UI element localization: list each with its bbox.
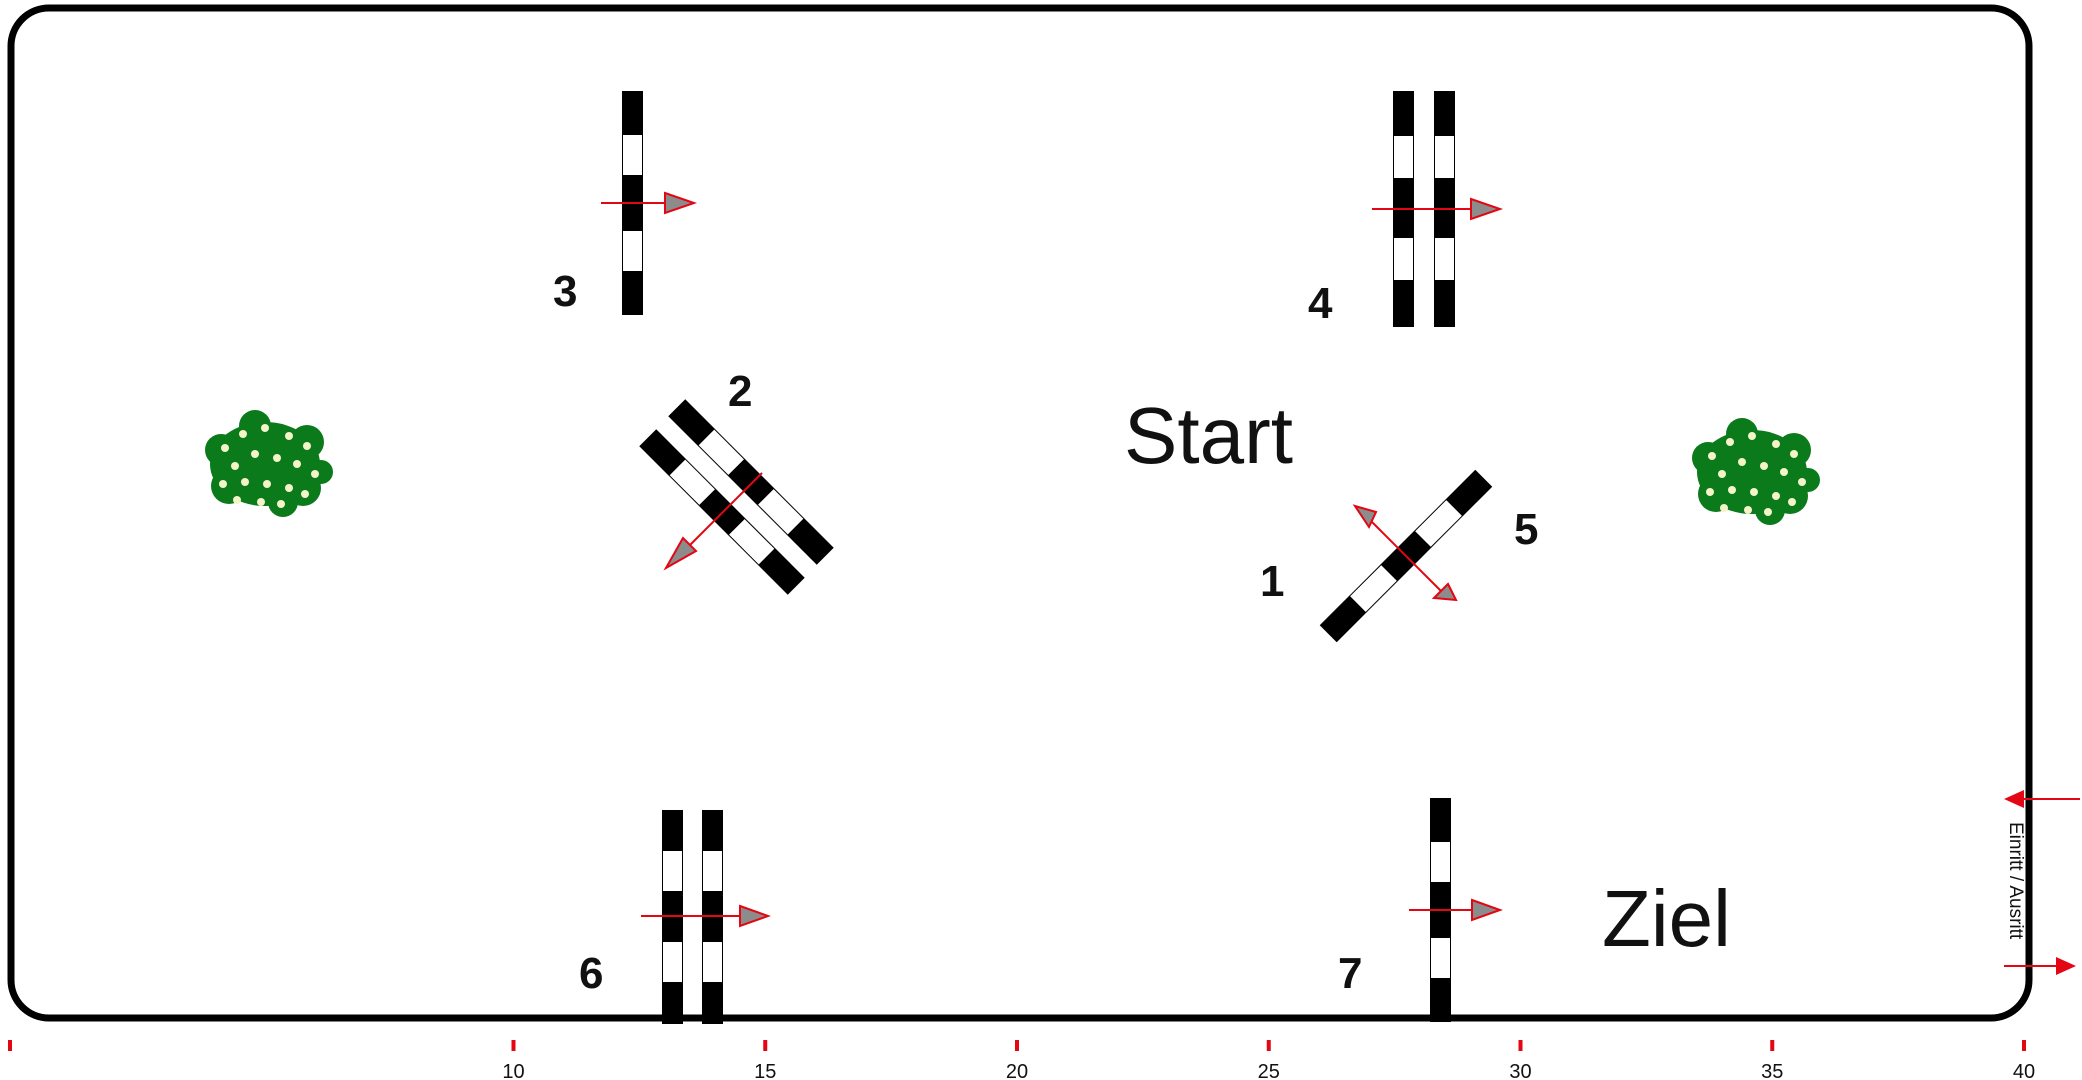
bush-icon [205, 410, 333, 517]
direction-arrow-icon [1409, 898, 1503, 922]
fence-number: 4 [1308, 279, 1333, 328]
scale-tick-label: 25 [1258, 1061, 1280, 1080]
direction-arrow-icon [641, 904, 771, 928]
scale-tick [1015, 1040, 1019, 1051]
gate: Einritt / Ausritt [2004, 790, 2080, 975]
finish-label: Ziel [1602, 874, 1731, 963]
fence-number: 5 [1514, 505, 1538, 554]
scale-tick-label: 10 [502, 1061, 524, 1080]
fence-7: 7 [1338, 798, 1503, 1022]
scale-tick [2022, 1040, 2026, 1051]
fence-number: 2 [728, 367, 752, 416]
gate-label: Einritt / Ausritt [2005, 822, 2026, 940]
fence-4: 4 [1308, 91, 1504, 328]
fence-1-5: 1 5 [1260, 469, 1538, 643]
scale-tick [1518, 1040, 1523, 1051]
scale-tick-label: 20 [1006, 1061, 1028, 1080]
fence-number: 6 [579, 949, 603, 998]
gate-arrow-icon [2004, 790, 2080, 808]
direction-arrow-icon [663, 472, 763, 571]
scale-axis: 10 15 20 25 30 35 40 [8, 1040, 2035, 1080]
fence-number: 3 [553, 267, 577, 316]
fence-2: 2 [639, 367, 834, 595]
scale-tick [763, 1040, 768, 1051]
scale-tick [1266, 1040, 1271, 1051]
direction-arrow-icon [601, 191, 698, 215]
scale-tick-label: 15 [754, 1061, 776, 1080]
start-label: Start [1124, 391, 1293, 480]
scale-tick-label: 40 [2013, 1061, 2035, 1080]
direction-arrow-icon [1352, 504, 1458, 602]
fence-number: 7 [1338, 949, 1362, 998]
fence-number: 1 [1260, 557, 1284, 606]
direction-arrow-icon [1372, 197, 1504, 221]
scale-tick-label: 30 [1509, 1061, 1531, 1080]
scale-tick [8, 1040, 12, 1051]
scale-tick [511, 1040, 516, 1051]
fence-6: 6 [579, 810, 771, 1024]
scale-tick [1770, 1040, 1775, 1051]
scale-tick-label: 35 [1761, 1061, 1783, 1080]
arena-border [7, 4, 2033, 1022]
fence-3: 3 [553, 91, 698, 316]
gate-arrow-icon [2004, 957, 2076, 975]
bush-icon [1692, 418, 1820, 525]
